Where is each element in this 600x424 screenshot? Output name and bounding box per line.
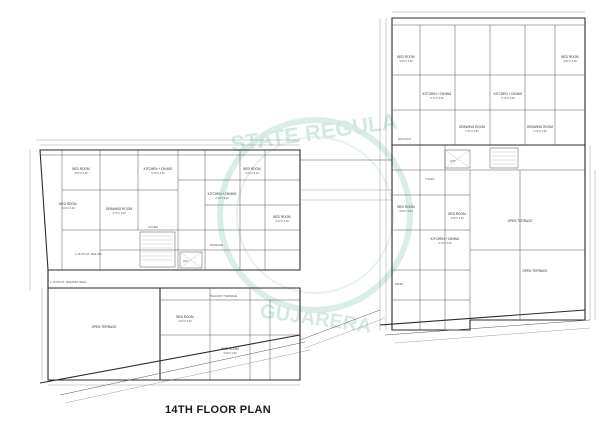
left-parapet-diagonals [39, 309, 386, 404]
wash-note: WASH [395, 282, 403, 286]
room-label: BED ROOM [72, 167, 90, 171]
room-label: BED ROOM [243, 167, 261, 171]
room-label: KITCHEN + DINING [423, 92, 452, 96]
left-block-walls [29, 139, 301, 386]
room-label: BED ROOM [397, 55, 415, 59]
room-label: BED ROOM [221, 347, 239, 351]
room-label: KITCHEN + DINING [431, 237, 460, 241]
watermark-ring [217, 117, 413, 313]
right-room-labels: BED ROOM 3.00 X 3.20 BED ROOM 3.00 X 3.3… [397, 55, 579, 273]
room-size: 3.00 X 3.30 [563, 59, 577, 63]
rera-watermark: STATE REGULA GUJARERA [217, 109, 413, 338]
room-label: BED ROOM [59, 202, 77, 206]
balcony-note: BALCONY [398, 137, 412, 141]
room-size: 2.70 X 3.00 [438, 241, 452, 245]
room-size: 3.20 X 3.20 [245, 171, 259, 175]
right-lift-note: LIFT [450, 159, 456, 163]
room-label: BED ROOM [397, 205, 415, 209]
foyer-note: FOYER [148, 225, 158, 229]
right-parapet-diagonals [379, 309, 591, 344]
room-size: 3.00 X 3.20 [399, 209, 413, 213]
room-label: KITCHEN + DINING [494, 92, 523, 96]
room-size: 5.70 X 3.00 [501, 96, 515, 100]
railing-note: 1.15 MT.HT. RAILING [75, 252, 102, 256]
room-label: OPEN TERRACE [522, 269, 547, 273]
right-block-walls [379, 11, 596, 331]
watermark-top-text: STATE REGULA [229, 109, 399, 157]
room-size: 3.00 X 3.20 [74, 171, 88, 175]
room-label: BED ROOM [176, 315, 194, 319]
room-label: KITCHEN + DINING [144, 167, 173, 171]
plan-title: 14TH FLOOR PLAN [165, 404, 271, 416]
room-size: 3.00 X 3.30 [223, 351, 237, 355]
room-label: DRAWING ROOM [459, 125, 485, 129]
toilet-note: TOILET [425, 177, 435, 181]
terrace-note: BALCONY TERRACE [210, 294, 238, 298]
parapet-note: 1.15 MT.HT. PARAPET WALL [50, 280, 87, 284]
room-label: KITCHEN + DINING [208, 192, 237, 196]
plan-notes: 1.15 MT.HT. PARAPET WALL 1.15 MT.HT. RAI… [50, 137, 456, 298]
room-size: 3.00 X 3.20 [178, 319, 192, 323]
lift-note: LIFT [183, 259, 189, 263]
room-size: 3.70 X 3.50 [112, 211, 126, 215]
room-size: 5.70 X 3.00 [151, 171, 165, 175]
room-size: 3.00 X 3.20 [399, 59, 413, 63]
room-size: 3.20 X 3.20 [275, 219, 289, 223]
passage-note: PASSAGE [210, 243, 223, 247]
room-size: 2.70 X 3.00 [215, 196, 229, 200]
room-label: OPEN TERRACE [507, 219, 532, 223]
room-label: BED ROOM [273, 215, 291, 219]
room-size: 3.70 X 3.50 [533, 129, 547, 133]
connector-lines [300, 159, 392, 201]
room-size: 3.70 X 3.50 [465, 129, 479, 133]
room-label: BED ROOM [561, 55, 579, 59]
room-size: 3.20 X 3.20 [450, 216, 464, 220]
room-size: 5.70 X 3.00 [430, 96, 444, 100]
room-size: 3.00 X 3.30 [61, 206, 75, 210]
room-label: OPEN TERRACE [91, 325, 116, 329]
left-room-labels: BED ROOM 3.00 X 3.20 BED ROOM 3.00 X 3.3… [59, 167, 291, 355]
room-label: DRAWING ROOM [106, 207, 132, 211]
room-label: DRAWING ROOM [527, 125, 553, 129]
watermark-inner-ring [236, 136, 394, 294]
room-label: BED ROOM [448, 212, 466, 216]
